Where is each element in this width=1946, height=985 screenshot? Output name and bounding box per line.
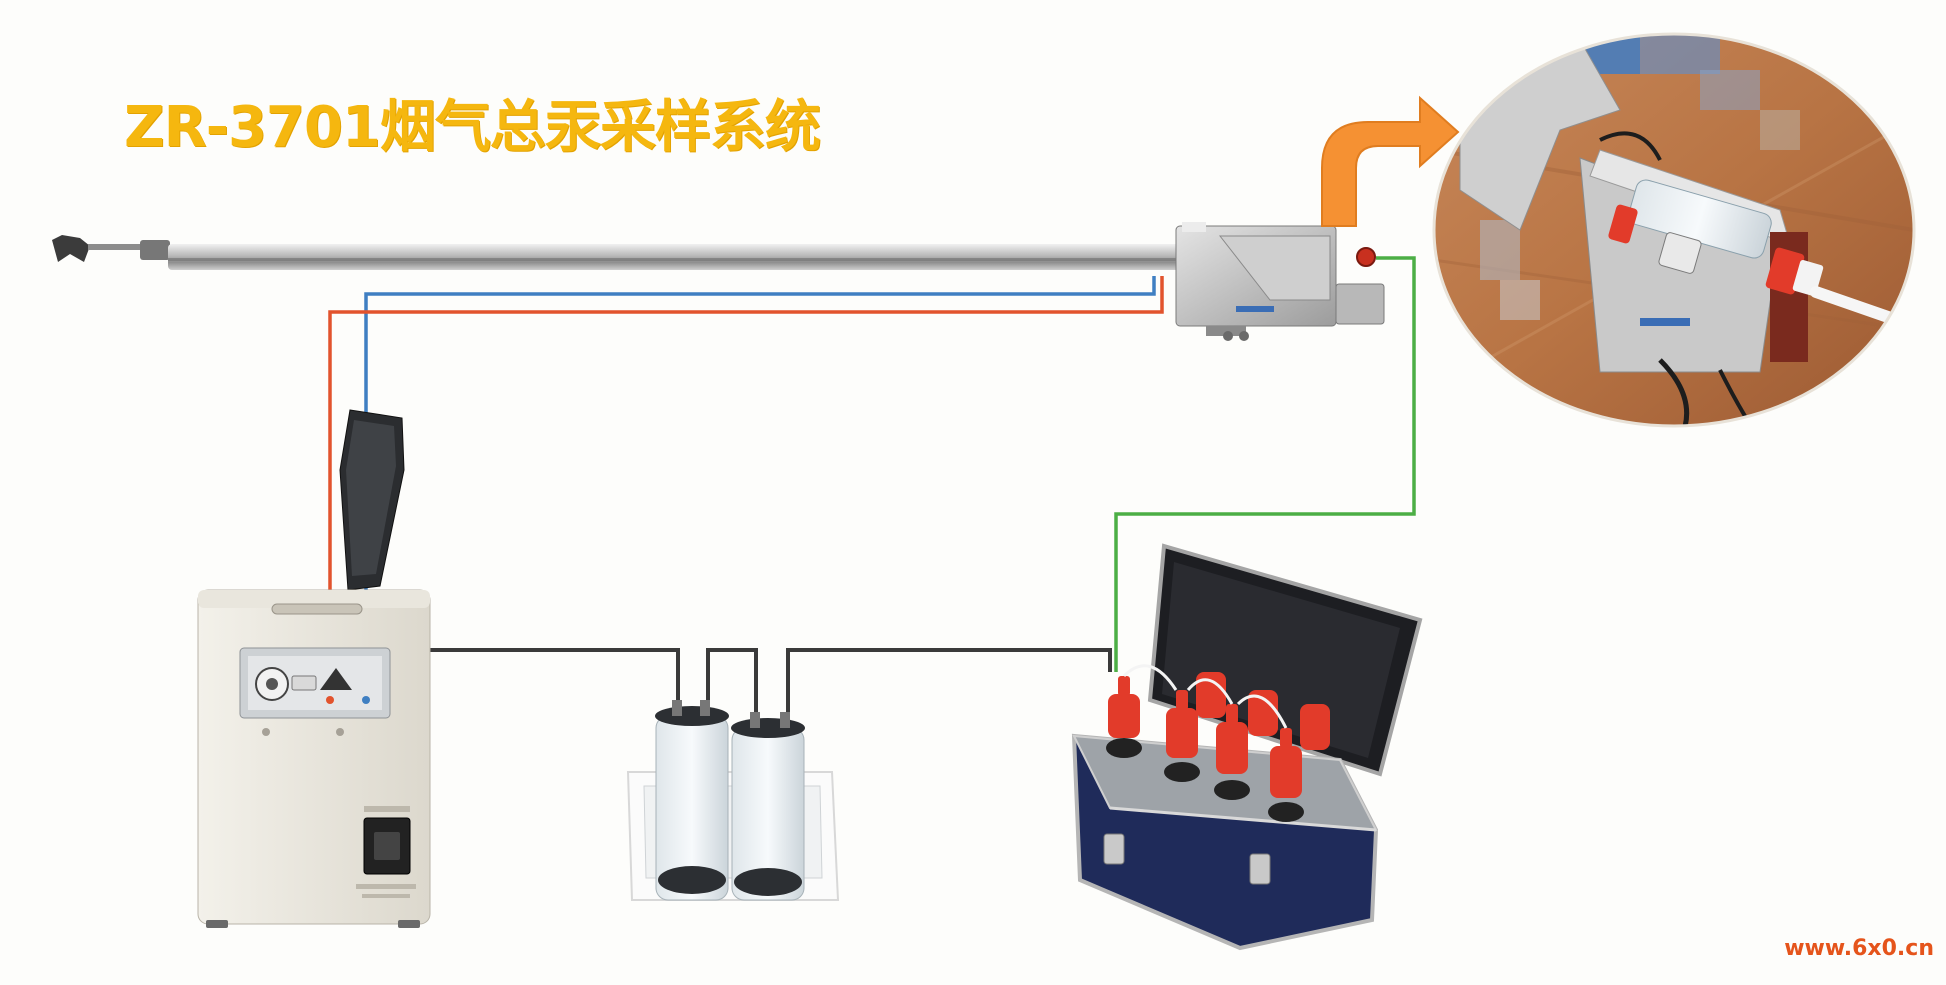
filter-holder-closeup-icon xyxy=(1432,32,1916,428)
drying-bottles-icon xyxy=(626,700,840,901)
page-title: ZR-3701烟气总汞采样系统 xyxy=(124,95,821,160)
probe-head-icon xyxy=(1175,222,1385,341)
impinger-case-icon xyxy=(1071,543,1423,951)
impinger-bottles xyxy=(1106,664,1330,822)
watermark: www.6x0.cn xyxy=(1784,936,1934,961)
sampling-probe-icon xyxy=(52,235,1182,270)
heated-lines xyxy=(270,256,1416,720)
watermark-text: www.6x0.cn xyxy=(1784,936,1934,961)
arrow-callout-icon xyxy=(1321,95,1460,227)
sampler-main-unit-icon xyxy=(197,409,431,928)
